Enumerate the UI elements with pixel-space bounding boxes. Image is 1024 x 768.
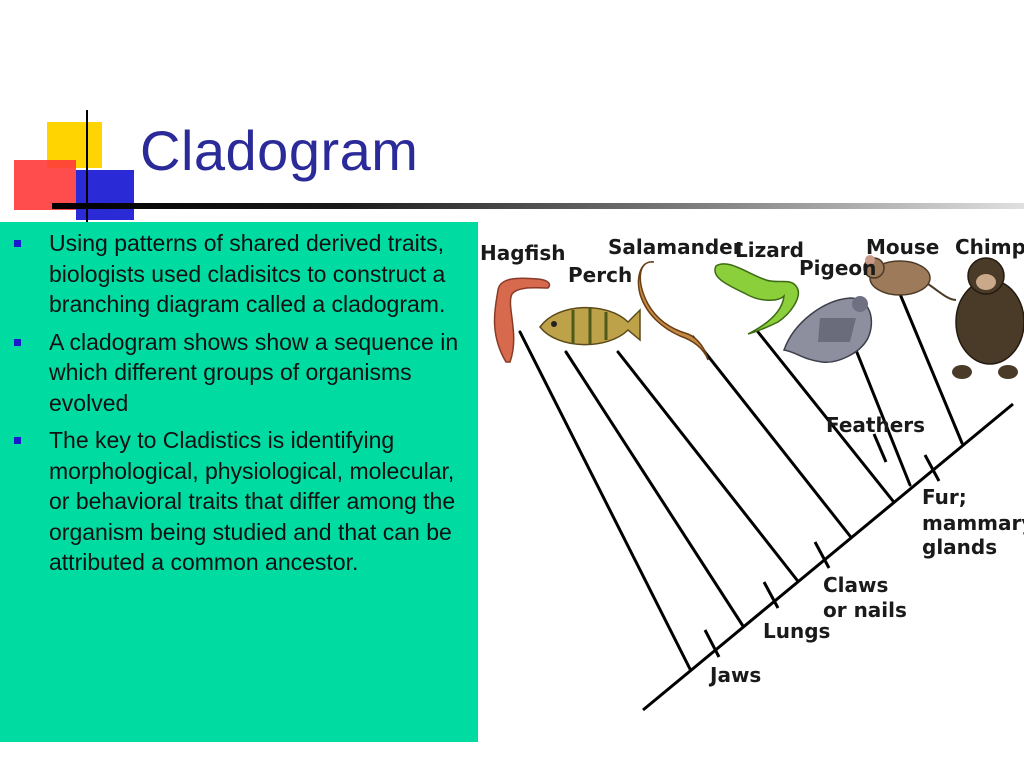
slide-title: Cladogram	[140, 118, 418, 183]
label-fur-1: Fur;	[922, 485, 967, 509]
bullet-item: Using patterns of shared derived traits,…	[14, 228, 472, 320]
cladogram-diagram: Hagfish Perch Salamander Lizard Pigeon M…	[478, 222, 1024, 712]
bullet-item: A cladogram shows show a sequence in whi…	[14, 327, 472, 419]
label-hagfish: Hagfish	[480, 241, 566, 265]
label-fur-3: glands	[922, 535, 997, 559]
label-jaws: Jaws	[708, 663, 761, 687]
bullet-item: The key to Cladistics is identifying mor…	[14, 425, 472, 578]
label-chimp: Chimp	[955, 235, 1024, 259]
slide-logo	[0, 100, 150, 230]
label-mouse: Mouse	[866, 235, 939, 259]
label-lizard: Lizard	[735, 238, 804, 262]
bullet-text: Using patterns of shared derived traits,…	[49, 230, 445, 317]
bullet-text: A cladogram shows show a sequence in whi…	[49, 329, 458, 416]
bullet-list: Using patterns of shared derived traits,…	[14, 228, 472, 585]
bullet-square-icon	[14, 240, 21, 247]
label-pigeon: Pigeon	[799, 256, 876, 280]
title-divider	[52, 203, 1024, 209]
label-claws-2: or nails	[823, 598, 907, 622]
label-fur-2: mammary	[922, 511, 1024, 535]
label-feathers: Feathers	[826, 413, 925, 437]
label-salamander: Salamander	[608, 235, 743, 259]
label-perch: Perch	[568, 263, 632, 287]
label-lungs: Lungs	[763, 619, 830, 643]
bullet-square-icon	[14, 339, 21, 346]
bullet-text: The key to Cladistics is identifying mor…	[49, 427, 455, 575]
label-claws-1: Claws	[823, 573, 888, 597]
bullet-square-icon	[14, 437, 21, 444]
